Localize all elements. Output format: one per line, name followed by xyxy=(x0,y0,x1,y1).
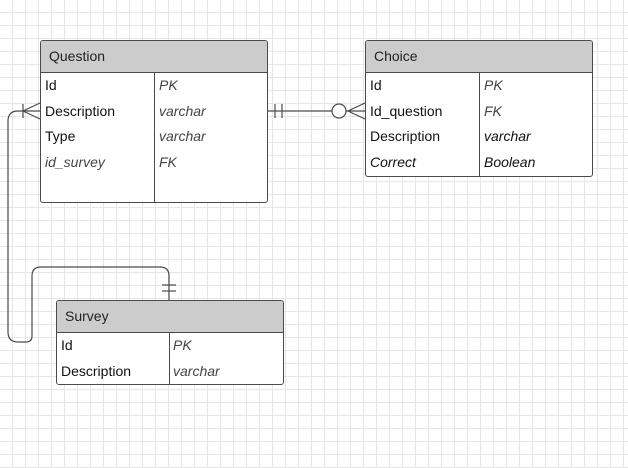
field-name: Id xyxy=(370,77,382,93)
field-type: PK xyxy=(173,337,192,353)
field-name: Correct xyxy=(370,153,416,170)
field-type: PK xyxy=(159,77,178,93)
column-divider xyxy=(169,333,170,384)
field-type: FK xyxy=(159,153,177,170)
field-type: varchar xyxy=(173,362,220,379)
field-type: varchar xyxy=(484,128,531,144)
field-name: id_survey xyxy=(45,153,105,170)
field-row: Id PK xyxy=(41,73,267,99)
field-type: FK xyxy=(484,102,502,119)
field-name: Id_question xyxy=(370,102,443,119)
field-type: Boolean xyxy=(484,153,536,170)
column-divider xyxy=(154,73,155,202)
field-row: Id PK xyxy=(366,73,592,99)
field-row: id_survey FK xyxy=(41,150,267,176)
field-row: Id_question FK xyxy=(366,99,592,125)
field-row: Description varchar xyxy=(41,99,267,125)
field-type: varchar xyxy=(159,128,206,144)
entity-question[interactable]: Question Id PK Description varchar Type … xyxy=(40,40,268,203)
entity-survey[interactable]: Survey Id PK Description varchar xyxy=(56,300,284,385)
field-type: varchar xyxy=(159,102,206,119)
field-row: Description varchar xyxy=(366,124,592,150)
field-name: Description xyxy=(61,362,132,379)
relationship-question-choice xyxy=(268,102,366,120)
entity-title: Survey xyxy=(57,301,283,333)
relationship-survey-question xyxy=(7,102,176,343)
field-name: Description xyxy=(45,102,116,119)
field-row: Correct Boolean xyxy=(366,150,592,176)
field-name: Description xyxy=(370,128,441,144)
entity-title: Choice xyxy=(366,41,592,73)
entity-choice[interactable]: Choice Id PK Id_question FK Description … xyxy=(365,40,593,177)
field-name: Id xyxy=(45,77,57,93)
field-name: Type xyxy=(45,128,76,144)
column-divider xyxy=(479,73,480,176)
field-row: Id PK xyxy=(57,333,283,359)
field-name: Id xyxy=(61,337,73,353)
entity-title: Question xyxy=(41,41,267,73)
field-row: Type varchar xyxy=(41,124,267,150)
field-type: PK xyxy=(484,77,503,93)
field-row: Description varchar xyxy=(57,359,283,385)
